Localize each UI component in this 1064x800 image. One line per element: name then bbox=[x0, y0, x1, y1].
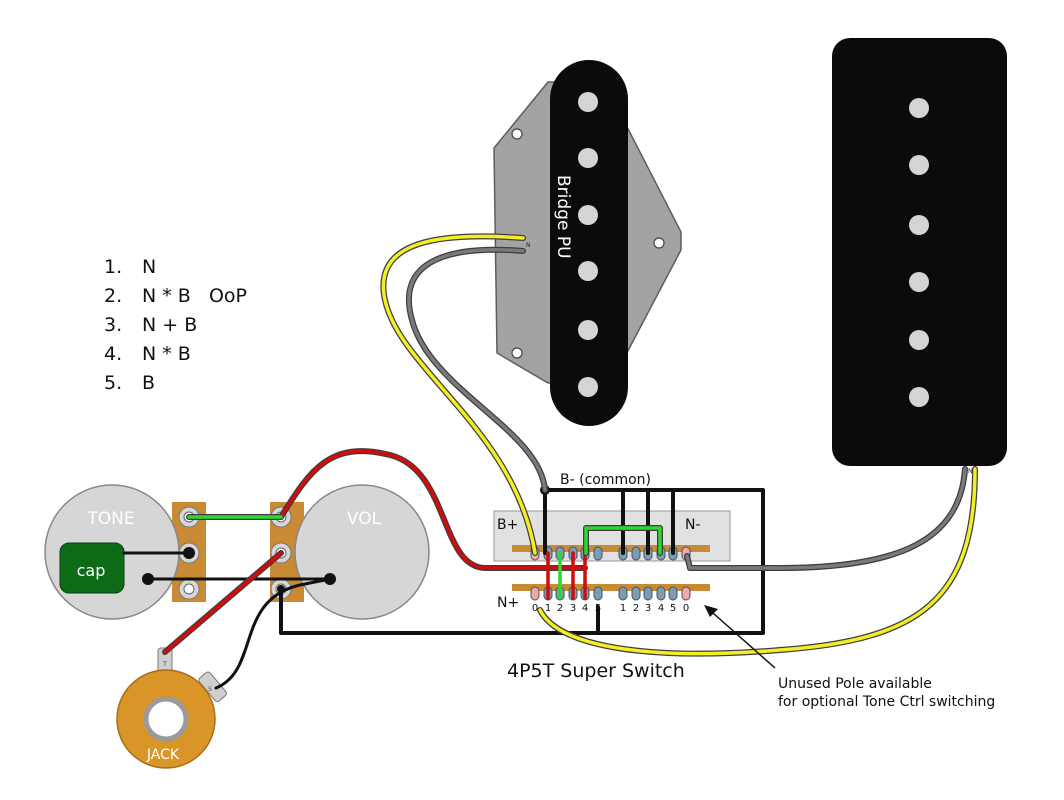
pole-number: 3 bbox=[645, 603, 651, 614]
tone-pot: TONE cap bbox=[44, 484, 206, 620]
bridge-lead-mark: N bbox=[526, 242, 531, 249]
legend-row-2: 2.N * B OoP bbox=[104, 285, 247, 307]
pole-number: 3 bbox=[570, 603, 576, 614]
note-arrow bbox=[704, 605, 776, 669]
legend-row-1: 1.N bbox=[104, 256, 157, 278]
switch-lug-lower bbox=[593, 586, 603, 601]
unused-pole-note-line1: Unused Pole available bbox=[778, 676, 932, 692]
wire-ground-loop bbox=[279, 488, 765, 635]
pole-number: 2 bbox=[633, 603, 639, 614]
switch-lug-lower bbox=[681, 586, 691, 601]
bridge-pickup-label: Bridge PU bbox=[553, 175, 573, 259]
pole-number: 1 bbox=[545, 603, 551, 614]
pole-number: 2 bbox=[557, 603, 563, 614]
b-common-label: B- (common) bbox=[560, 472, 651, 488]
switch-lug-lower bbox=[668, 586, 678, 601]
jack-label: JACK bbox=[146, 747, 180, 763]
neck-pickup: N bbox=[832, 38, 1007, 475]
n-plus-label: N+ bbox=[497, 595, 519, 611]
switch-lug-lower bbox=[656, 586, 666, 601]
position-legend: 1.N 2.N * B OoP 3.N + B 4.N * B 5.B bbox=[104, 253, 247, 398]
switch-lug-lower bbox=[643, 586, 653, 601]
wires bbox=[122, 233, 978, 690]
bridge-pickup-body bbox=[550, 60, 628, 426]
switch-lug-lower bbox=[530, 586, 540, 601]
legend-row-4: 4.N * B bbox=[104, 343, 191, 365]
switch-jumper-red bbox=[546, 551, 587, 600]
pole-number: 4 bbox=[582, 603, 588, 614]
b-plus-label: B+ bbox=[497, 517, 518, 533]
pole-number: 1 bbox=[620, 603, 626, 614]
pole-number: 4 bbox=[658, 603, 664, 614]
legend-row-3: 3.N + B bbox=[104, 314, 198, 336]
neck-pickup-body bbox=[832, 38, 1007, 466]
tone-pot-label: TONE bbox=[86, 509, 134, 529]
switch-lug-lower bbox=[631, 586, 641, 601]
switch-title: 4P5T Super Switch bbox=[507, 660, 685, 682]
pole-number: 5 bbox=[670, 603, 676, 614]
unused-pole-note-line2: for optional Tone Ctrl switching bbox=[778, 694, 995, 710]
capacitor bbox=[59, 542, 125, 594]
output-jack: JACK T S bbox=[116, 647, 227, 769]
switch-strip-lower bbox=[512, 584, 710, 591]
bridge-pickup: Bridge PU N bbox=[493, 60, 682, 426]
n-minus-label: N- bbox=[685, 517, 701, 533]
switch-lug-upper bbox=[631, 546, 641, 561]
jack-sleeve-label: S bbox=[208, 686, 212, 693]
switch-lug-lower bbox=[618, 586, 628, 601]
volume-pot-label: VOL bbox=[347, 509, 382, 529]
wire-black-jack-sleeve bbox=[214, 577, 332, 690]
legend-row-5: 5.B bbox=[104, 372, 156, 394]
switch-strip-upper bbox=[512, 545, 710, 552]
capacitor-label: cap bbox=[77, 561, 106, 580]
switch-lug-upper bbox=[593, 546, 603, 561]
neck-lead-mark: N bbox=[968, 468, 973, 475]
pole-number: 0 bbox=[683, 603, 689, 614]
pole-number: 0 bbox=[532, 603, 538, 614]
tone-lug-bottom bbox=[178, 578, 200, 600]
jack-tip-label: T bbox=[162, 661, 167, 668]
jack-socket bbox=[143, 696, 189, 742]
volume-pot: VOL bbox=[270, 484, 430, 620]
